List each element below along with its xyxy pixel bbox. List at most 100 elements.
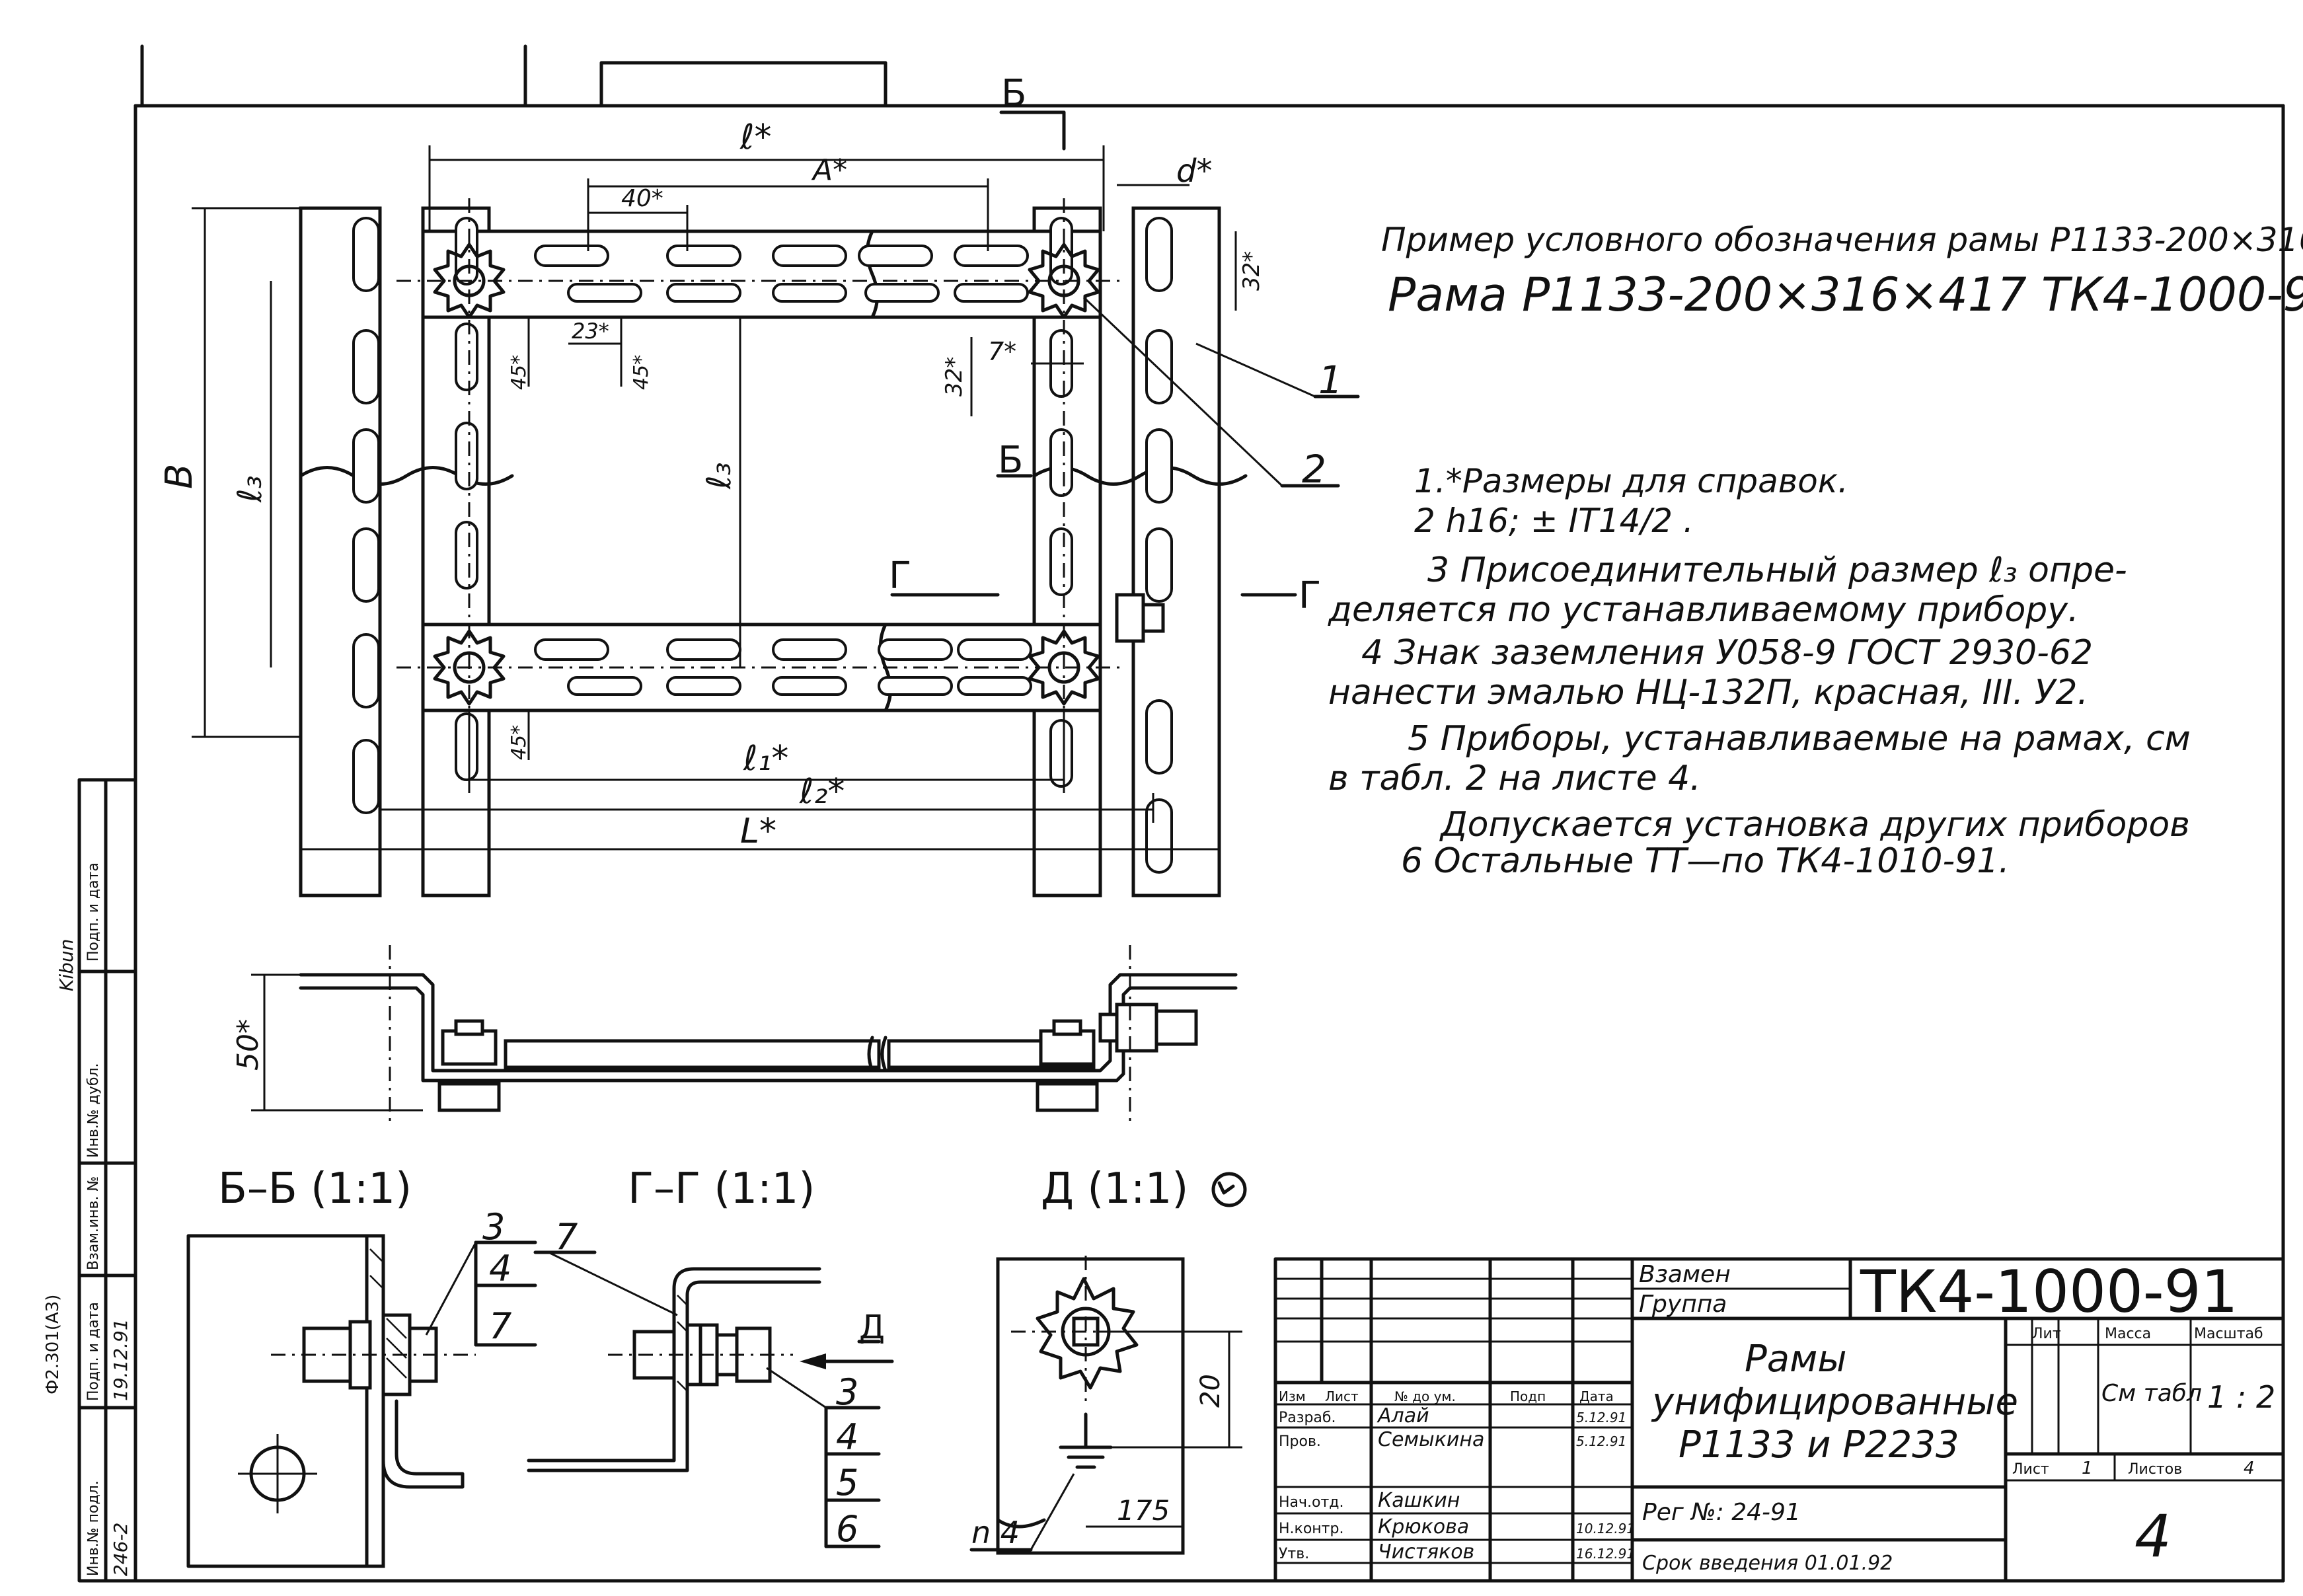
designation-line-2: Рама Р1133-200×316×417 ТК4-1000-91 <box>1388 268 2303 322</box>
callout-n4: n 4 <box>971 1515 1020 1550</box>
tb-name-2: унифицированные <box>1651 1381 2018 1424</box>
corner-washer-bottom-left <box>433 629 506 706</box>
section-g-left: Г <box>889 554 911 597</box>
dim-45-c: 45* <box>508 725 531 760</box>
tb-listov-value: 4 <box>2244 1459 2255 1478</box>
note-2: 2 h16; ± IT14/2 . <box>1414 502 1694 540</box>
dim-l3-left: ℓ₃ <box>231 475 269 503</box>
dim-l2: ℓ₂* <box>799 772 845 812</box>
view-d-title: Д (1:1) <box>1041 1164 1188 1213</box>
left-strip: Ф2.301(А3) Инв.№ подл. Подп. и дата Взам… <box>43 778 137 1583</box>
view-d: Д (1:1) 20 175 n 4 <box>969 1164 1247 1555</box>
note-5c: Допускается установка других приборов <box>1439 805 2190 845</box>
dim-32-inner: 32* <box>941 357 967 397</box>
tb-gruppa: Группа <box>1639 1291 1727 1318</box>
note-3b: деляется по устанавливаемому прибору. <box>1328 590 2079 630</box>
strip-format: Ф2.301(А3) <box>43 1295 63 1394</box>
callout-4-bb: 4 <box>489 1248 511 1289</box>
dim-175: 175 <box>1117 1494 1170 1527</box>
callout-4-gg: 4 <box>836 1416 858 1458</box>
tb-listov-label: Листов <box>2128 1461 2182 1478</box>
callout-7-gg: 7 <box>555 1216 578 1258</box>
strip-podp-data: Подп. и дата <box>85 1302 102 1401</box>
strip-inv-dubl: Инв.№ дубл. <box>85 1063 102 1158</box>
tb-header-izm: Изм <box>1279 1388 1306 1404</box>
tb-header-data: Дата <box>1579 1388 1614 1404</box>
section-bb-title: Б–Б (1:1) <box>218 1164 412 1213</box>
tb-masshtab-value: 1 : 2 <box>2207 1379 2275 1415</box>
plan-dimensions <box>192 110 1297 895</box>
title-block: Взамен Группа ТК4-1000-91 Рамы унифициро… <box>1273 1257 2285 1583</box>
dim-50: 50* <box>231 1019 265 1071</box>
tb-reg: Рег №: 24-91 <box>1642 1499 1801 1526</box>
tb-name-row-2: Семыкина <box>1378 1428 1484 1451</box>
tb-name-3: Р1133 и Р2233 <box>1679 1424 1959 1466</box>
tb-date-1: 5.12.91 <box>1576 1410 1626 1425</box>
dim-l3-inner: ℓ₃ <box>700 462 738 490</box>
strip-inv-podl: Инв.№ подл. <box>85 1480 102 1576</box>
dim-d: d* <box>1176 153 1212 190</box>
dim-L: L* <box>740 812 776 851</box>
callout-3-gg: 3 <box>836 1371 858 1413</box>
callout-5-gg: 5 <box>836 1462 858 1503</box>
tb-role-4: Нач.отд. <box>1279 1494 1344 1511</box>
strip-stamp-1: 246-2 <box>110 1523 132 1576</box>
notes-block: 1.*Размеры для справок. 2 h16; ± IT14/2 … <box>1328 462 2191 881</box>
tb-list-value: 1 <box>2082 1459 2093 1478</box>
tb-header-doc: № до ум. <box>1394 1388 1456 1404</box>
tb-role-2: Пров. <box>1279 1433 1321 1450</box>
tb-name-row-1: Алай <box>1377 1404 1429 1427</box>
strip-stamp-2: 19.12.91 <box>110 1318 132 1401</box>
tb-massa-value: См табл <box>2101 1380 2202 1407</box>
note-1: 1.*Размеры для справок. <box>1414 462 1848 500</box>
note-4a: 4 Знак заземления У058-9 ГОСТ 2930-62 <box>1361 633 2093 673</box>
tb-name-row-5: Крюкова <box>1378 1515 1469 1539</box>
dim-B: B <box>158 464 201 489</box>
dim-7: 7* <box>988 337 1016 366</box>
note-5a: 5 Приборы, устанавливаемые на рамах, см <box>1408 719 2191 759</box>
note-5b: в табл. 2 на листе 4. <box>1328 759 1701 798</box>
tb-lit: Лит <box>2032 1326 2061 1342</box>
dim-45-a: 45* <box>508 355 531 390</box>
section-b-mid: Б <box>998 439 1023 482</box>
strip-stamp-3: Kibun <box>56 939 77 991</box>
section-gg-title: Г–Г (1:1) <box>628 1164 815 1213</box>
note-6: 6 Остальные ТТ—по ТК4-1010-91. <box>1401 841 2010 881</box>
plan-dimension-labels: ℓ* A* 40* d* 32* 23* 7* 32* 45* 45* 45* … <box>158 72 1343 851</box>
tb-vzamen: Взамен <box>1639 1261 1731 1288</box>
dim-l: ℓ* <box>739 118 771 157</box>
frame-plan-view <box>299 198 1360 897</box>
tb-date-6: 16.12.91 <box>1576 1546 1635 1562</box>
strip-podp-data-2: Подп. и дата <box>85 862 102 962</box>
side-elevation-view: 50* <box>231 945 1238 1123</box>
section-gg-view: Г–Г (1:1) 7 Д 3 4 5 6 <box>527 1164 894 1550</box>
note-4b: нанести эмалью НЦ-132П, красная, III. У2… <box>1328 673 2088 712</box>
tb-name-1: Рамы <box>1745 1338 1847 1381</box>
callout-3-bb: 3 <box>482 1206 505 1248</box>
tb-header-list: Лист <box>1325 1388 1359 1404</box>
tb-header-podp: Подп <box>1510 1388 1546 1404</box>
tb-role-1: Разраб. <box>1279 1410 1336 1426</box>
tb-role-6: Утв. <box>1279 1546 1309 1562</box>
tb-date-5: 10.12.91 <box>1576 1521 1635 1537</box>
section-b-top: Б <box>1001 72 1026 115</box>
dim-A: A* <box>811 153 847 187</box>
tb-srok: Срок введения 01.01.92 <box>1642 1552 1893 1575</box>
dim-45-b: 45* <box>630 355 653 390</box>
designation-block: Пример условного обозначения рамы Р1133-… <box>1381 221 2303 322</box>
section-g-right: Г <box>1299 574 1321 617</box>
tb-sheet-number: 4 <box>2134 1502 2171 1570</box>
tb-list-label: Лист <box>2012 1461 2049 1478</box>
tb-date-2: 5.12.91 <box>1576 1433 1626 1449</box>
tb-name-row-6: Чистяков <box>1378 1540 1474 1564</box>
dim-l1: ℓ₁* <box>743 739 788 779</box>
tb-role-5: Н.контр. <box>1279 1521 1343 1537</box>
callout-7-bb: 7 <box>489 1305 511 1347</box>
tb-masshtab: Масштаб <box>2194 1326 2263 1342</box>
callout-2: 2 <box>1302 447 1326 492</box>
dim-40: 40* <box>621 185 663 212</box>
callout-1: 1 <box>1318 358 1343 402</box>
tb-name-row-4: Кашкин <box>1378 1489 1460 1512</box>
section-bb-view: Б–Б (1:1) 3 4 7 <box>186 1164 537 1568</box>
